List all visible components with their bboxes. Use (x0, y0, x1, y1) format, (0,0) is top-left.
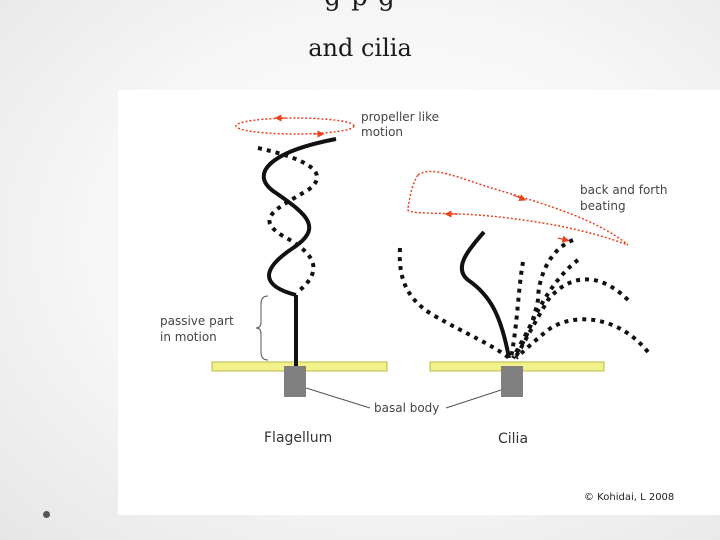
slide-title: and cilia (308, 34, 412, 62)
bullet-dot (43, 511, 50, 518)
flagellum-basal-body (284, 366, 306, 397)
label-basal-body: basal body (374, 401, 439, 415)
label-flagellum: Flagellum (264, 430, 332, 446)
label-passive: passive part in motion (160, 314, 238, 344)
label-propeller: propeller like motion (361, 110, 443, 139)
flagellum-active-solid (262, 137, 337, 297)
slide-title-partial: g p g (0, 0, 720, 12)
passive-bracket (255, 295, 269, 361)
basal-pointer-cilia (445, 389, 502, 409)
cilium-solid (459, 230, 511, 359)
cilium-dotted-1 (397, 247, 511, 360)
cilia-basal-body (501, 366, 523, 397)
propeller-motion-path (235, 117, 355, 135)
diagram-figure: propeller like motion back and forth bea… (118, 90, 720, 515)
beating-arrow-1 (512, 194, 527, 202)
flagellum-cilia-diagram: propeller like motion back and forth bea… (160, 110, 674, 503)
label-cilia: Cilia (498, 431, 528, 447)
basal-pointer-flagellum (305, 387, 371, 409)
beating-motion-loop (406, 170, 629, 246)
beating-arrow-3 (557, 235, 570, 243)
cilium-dotted-3 (511, 238, 574, 360)
cilium-dotted-4 (511, 258, 580, 359)
label-beating: back and forth beating (580, 183, 671, 213)
copyright-notice: © Kohidai, L 2008 (584, 492, 674, 503)
cilium-dotted-5 (513, 277, 630, 360)
